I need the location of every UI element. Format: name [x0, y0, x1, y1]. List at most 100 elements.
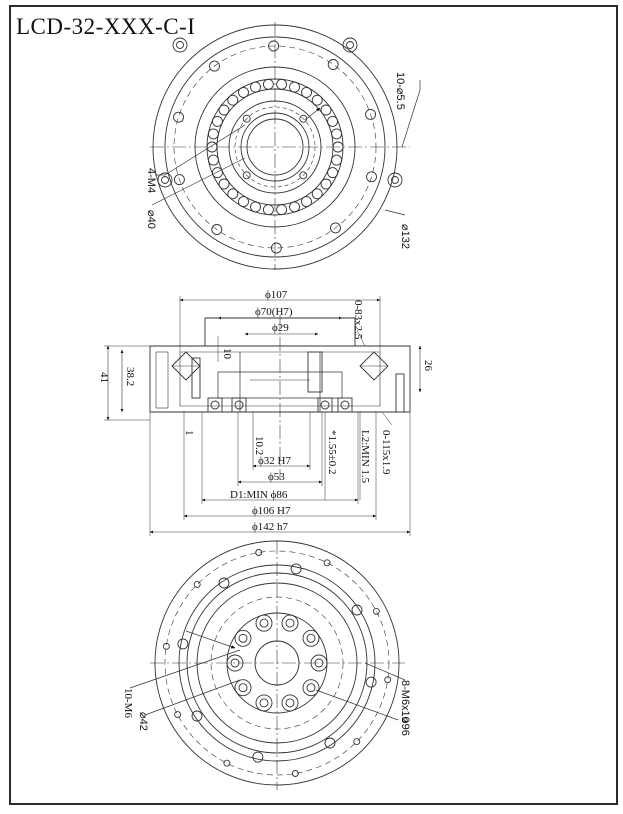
roller [238, 196, 249, 208]
m6-hole [226, 654, 244, 672]
label-4-m4: 4-M4 [145, 168, 157, 193]
drawing-frame [9, 5, 618, 805]
bottom-bolt-holes [226, 614, 328, 712]
outer-hole [173, 174, 185, 186]
m6-hole [255, 694, 273, 712]
outer-screw-hole [351, 604, 363, 616]
label-pcd-42: ⌀42 [137, 712, 149, 731]
m6-hole-core [306, 633, 316, 643]
label-holes-10x55: 10-⌀5.5 [394, 72, 406, 110]
m6-hole-core [238, 633, 248, 643]
dim-d106: ϕ106 H7 [252, 505, 291, 517]
roller [332, 141, 344, 153]
roller [211, 167, 223, 179]
top-view [150, 22, 421, 270]
roller [250, 81, 261, 93]
roller [218, 178, 230, 190]
m6-hole-core [230, 658, 240, 668]
m4-hole [242, 114, 251, 123]
dim-l2-min: L2:MIN 1.5 [359, 430, 371, 484]
dim-d29: ϕ29 [272, 322, 289, 334]
dim-d107: ϕ107 [265, 289, 288, 301]
dim-h41: 41 [98, 372, 110, 383]
rollers [206, 78, 344, 216]
rim-hole [384, 676, 392, 684]
m6-hole-core [259, 618, 269, 628]
m6-hole-core [306, 683, 316, 693]
label-8-m6x10: 8-M6x10 [399, 680, 411, 723]
m6-hole-core [285, 698, 295, 708]
outer-screw-hole [218, 577, 230, 589]
roller [311, 94, 323, 106]
flange-hole [157, 172, 173, 188]
rim-hole [223, 759, 231, 767]
outer-screw-hole [177, 638, 189, 650]
dim-h1: 1 [183, 430, 195, 436]
rim-hole [353, 738, 361, 746]
m6-hole-core [238, 683, 248, 693]
section-view [104, 296, 422, 536]
outer-hole [365, 108, 377, 120]
flange-hole [387, 172, 403, 188]
outer-hole [330, 222, 341, 234]
outer-screw-hole [252, 751, 264, 763]
m4-hole [299, 171, 308, 180]
bottom-outer-holes [162, 549, 392, 777]
m6-hole [234, 679, 252, 697]
flange-hole-core [161, 176, 169, 184]
roller [320, 178, 332, 190]
m6-hole-core [259, 698, 269, 708]
rim-hole [174, 711, 182, 719]
roller [227, 188, 239, 200]
roller [327, 167, 339, 179]
rim-hole [372, 607, 380, 615]
roller [331, 154, 343, 166]
outer-screw-hole [324, 737, 336, 749]
outer-hole [268, 40, 280, 52]
m6-hole-core [314, 658, 324, 668]
flange-hole-core [391, 176, 399, 184]
roller [218, 104, 230, 116]
roller [311, 188, 323, 200]
outer-hole [211, 224, 223, 235]
outer-screw-hole [191, 710, 203, 722]
flange-hole [342, 37, 358, 53]
dim-h10: 10 [221, 348, 233, 360]
rim-hole [291, 770, 299, 777]
label-pcd-132: ⌀132 [399, 224, 411, 249]
roller [207, 154, 219, 166]
roller [276, 78, 288, 90]
m6-hole [302, 679, 320, 697]
outer-holes [157, 37, 403, 254]
roller [327, 115, 339, 127]
rim-hole [323, 559, 331, 567]
dim-oring-bottom: 0-115x1.9 [380, 430, 392, 475]
outer-hole [366, 171, 377, 183]
flange-hole [172, 37, 188, 53]
inner-holes [242, 114, 308, 180]
roller [207, 128, 219, 140]
roller [206, 141, 218, 153]
label-pcd-96: ⌀96 [399, 717, 411, 736]
dim-d53: ϕ53 [268, 471, 285, 483]
bottom-view [129, 540, 406, 790]
roller [289, 81, 300, 93]
roller [301, 196, 312, 208]
dim-d70: ϕ70(H7) [255, 306, 293, 318]
m4-hole [242, 171, 251, 180]
m6-hole [234, 629, 252, 647]
roller [227, 94, 239, 106]
outer-hole [270, 242, 282, 254]
flange-hole-core [346, 41, 354, 49]
outer-screw-hole [365, 676, 377, 688]
dim-t1-55: *1.55±0.2 [326, 430, 338, 475]
rim-hole [255, 549, 263, 556]
m6-hole [310, 654, 328, 672]
roller [276, 204, 288, 216]
roller [262, 204, 274, 216]
roller [238, 86, 249, 98]
outer-hole [173, 111, 184, 123]
rim-hole [162, 642, 170, 650]
